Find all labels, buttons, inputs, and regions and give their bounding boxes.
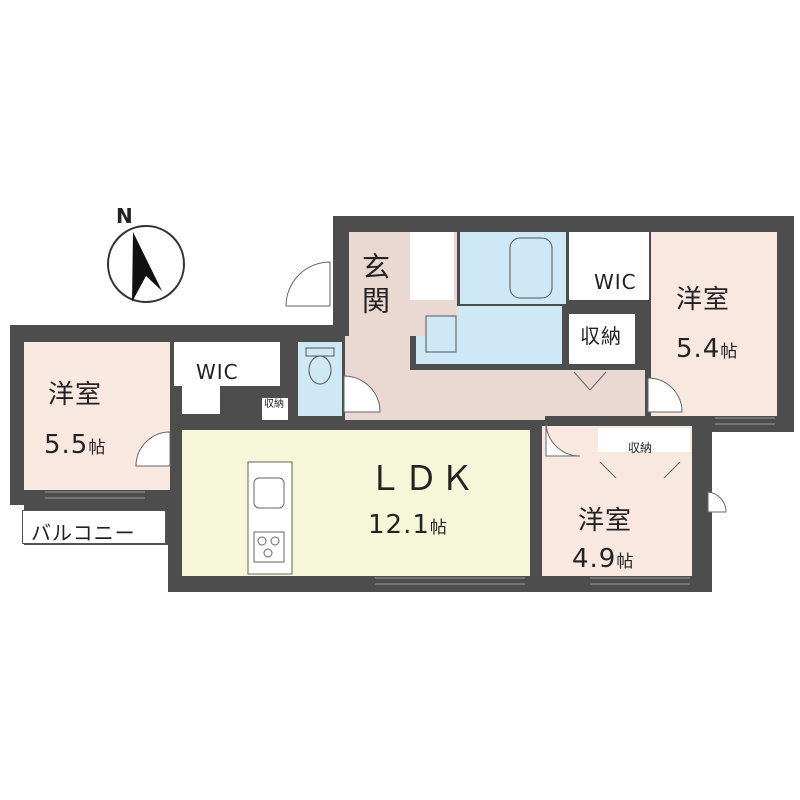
label-shuunou-lower: 収納: [628, 441, 653, 455]
size-unit: 帖: [429, 518, 448, 538]
label-youshitsu-49-size: 4.9帖: [572, 546, 634, 572]
room-ldk: [182, 430, 530, 576]
label-wic-upper: WIC: [594, 270, 637, 294]
room-wic-left: [174, 342, 280, 386]
room-wic-left-lower: [182, 386, 220, 414]
size-value: 5.4: [676, 334, 721, 364]
room-wic-upper: [569, 232, 649, 300]
compass-icon: [107, 225, 185, 303]
shoe-closet: [410, 232, 454, 300]
label-genkan: 玄関: [358, 252, 391, 320]
room-youshitsu-54: [651, 232, 777, 416]
windows: [45, 417, 775, 585]
kitchen-stove: [253, 531, 285, 563]
size-unit: 帖: [720, 342, 739, 362]
bathtub: [509, 237, 553, 299]
label-shuunou-small: 収納: [264, 399, 284, 410]
size-unit: 帖: [88, 438, 107, 458]
kitchen-sink: [253, 477, 285, 509]
size-value: 12.1: [368, 510, 430, 540]
size-value: 4.9: [572, 544, 617, 574]
toilet-tank: [305, 347, 335, 357]
room-shuunou-lower: [598, 428, 690, 452]
room-youshitsu-55: [24, 342, 170, 490]
label-ldk-size: 12.1帖: [368, 512, 448, 538]
washbasin: [425, 315, 457, 353]
balcony: バルコニー: [22, 510, 166, 545]
label-youshitsu-55-name: 洋室: [48, 380, 103, 410]
compass-north-label: N: [116, 204, 134, 228]
balcony-label: バルコニー: [31, 521, 136, 545]
room-shuunou-small: [262, 398, 288, 420]
toilet-bowl: [308, 355, 332, 385]
room-corridor: [345, 336, 645, 420]
label-youshitsu-49-name: 洋室: [578, 506, 633, 536]
label-youshitsu-54-size: 5.4帖: [676, 336, 738, 362]
label-youshitsu-54-name: 洋室: [676, 285, 731, 315]
label-youshitsu-55-size: 5.5帖: [44, 432, 106, 458]
size-value: 5.5: [44, 430, 89, 460]
label-shuunou-upper: 収納: [580, 324, 622, 348]
label-ldk-name: ＬＤＫ: [368, 459, 476, 499]
door-swings: [135, 261, 727, 513]
label-wic-left: WIC: [196, 360, 239, 384]
room-shuunou-upper: [569, 314, 635, 364]
size-unit: 帖: [616, 552, 635, 572]
